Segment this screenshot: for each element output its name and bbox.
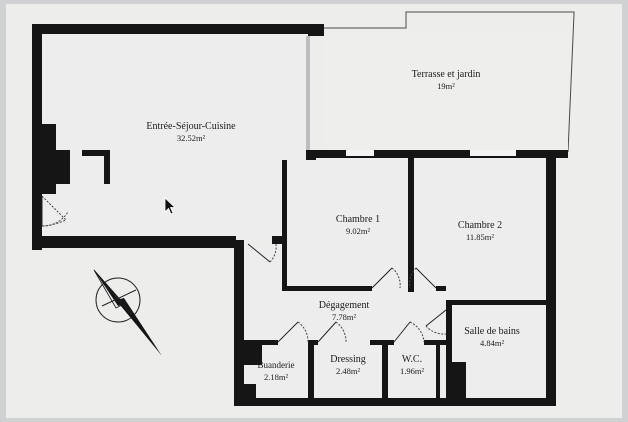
room-fill-wc: [388, 344, 436, 398]
room-area-buanderie: 2.18m²: [264, 372, 288, 382]
doors: [41, 195, 447, 343]
room-name-sejour: Entrée-Séjour-Cuisine: [146, 121, 236, 132]
terrace-area: [322, 11, 575, 153]
room-name-buanderie: Buanderie: [258, 360, 295, 370]
room-name-sdb: Salle de bains: [464, 326, 520, 337]
room-fill-sdb: [452, 304, 550, 400]
room-area-wc: 1.96m²: [400, 366, 424, 376]
room-area-sejour: 32.52m²: [177, 133, 206, 143]
room-labels: Entrée-Séjour-Cuisine 32.52m² Terrasse e…: [146, 69, 519, 382]
compass-rose-icon: [93, 269, 162, 356]
room-fill-sejour: [42, 34, 308, 236]
room-area-degagement: 7.78m²: [332, 312, 356, 322]
room-area-dressing: 2.48m²: [336, 366, 360, 376]
room-area-chambre1: 9.02m²: [346, 226, 370, 236]
room-name-chambre2: Chambre 2: [458, 220, 502, 231]
room-name-dressing: Dressing: [330, 354, 366, 365]
walls: [32, 24, 568, 406]
room-fill-dressing: [314, 344, 380, 398]
room-name-degagement: Dégagement: [319, 300, 370, 311]
mouse-pointer-icon: [164, 197, 177, 215]
room-fills: [42, 34, 550, 400]
room-area-sdb: 4.84m²: [480, 338, 504, 348]
room-area-terrasse: 19m²: [437, 81, 455, 91]
room-fill-degagement: [244, 246, 450, 342]
room-name-terrasse: Terrasse et jardin: [412, 69, 481, 80]
room-name-wc: W.C.: [402, 354, 422, 365]
room-area-chambre2: 11.85m²: [466, 232, 494, 242]
room-name-chambre1: Chambre 1: [336, 214, 380, 225]
